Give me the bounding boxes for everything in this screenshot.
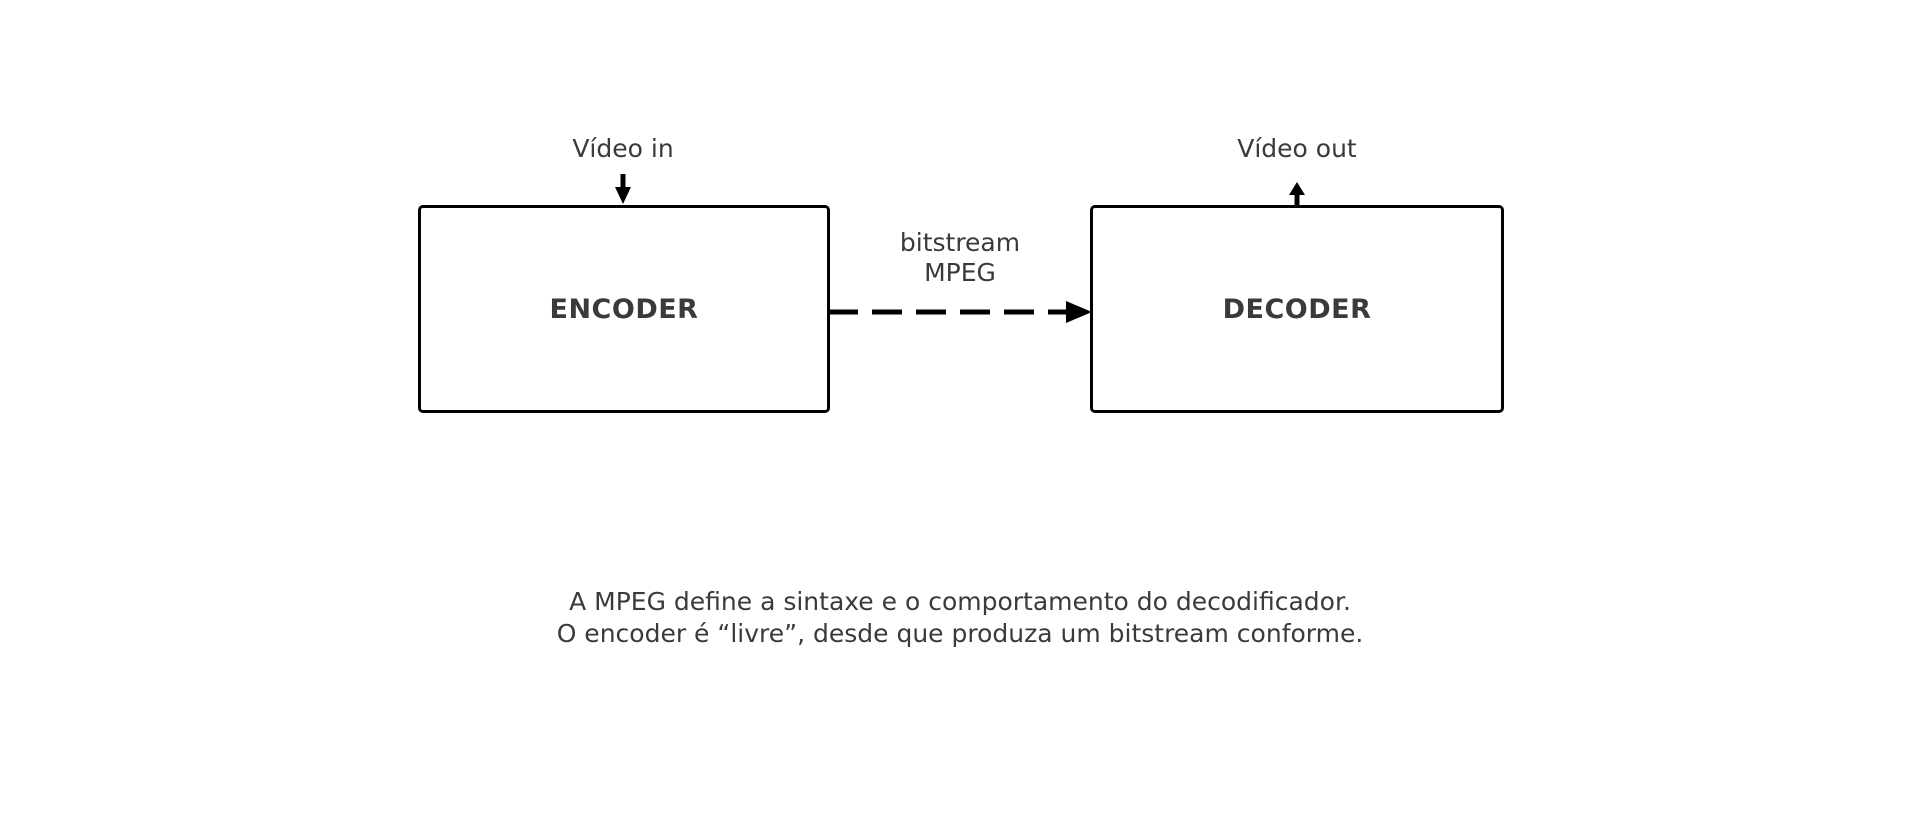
caption: A MPEG define a sintaxe e o comportament… [0,586,1920,650]
decoder-label: DECODER [1222,293,1372,325]
bitstream-label-line1: bitstream [899,228,1021,257]
bitstream-label: bitstream MPEG [835,228,1085,288]
decoder-box: DECODER [1090,205,1504,413]
bitstream-label-line2: MPEG [924,258,996,287]
encoder-box: ENCODER [418,205,830,413]
video-out-arrow-icon [1289,182,1305,208]
bitstream-arrow-icon [828,301,1092,323]
caption-line-1: A MPEG define a sintaxe e o comportament… [569,587,1351,616]
encoder-label: ENCODER [549,293,699,325]
video-in-label: Vídeo in [572,134,674,163]
caption-line-2: O encoder é “livre”, desde que produza u… [556,619,1364,648]
video-in-arrow-icon [615,174,631,204]
video-out-label: Vídeo out [1237,134,1357,163]
